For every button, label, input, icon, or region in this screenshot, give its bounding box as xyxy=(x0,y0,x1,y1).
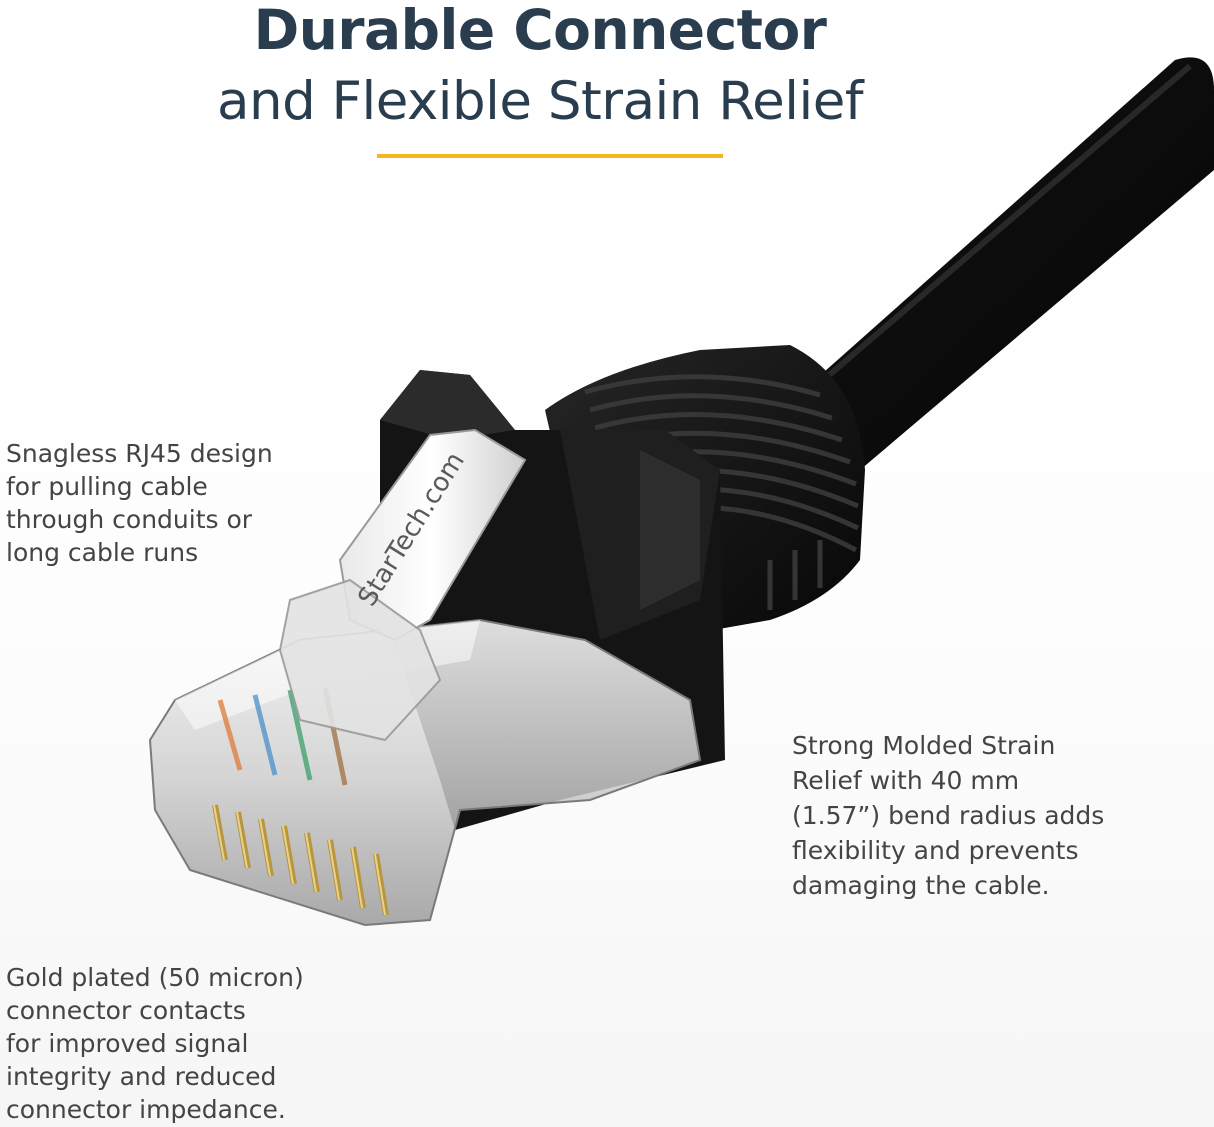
callout-line: (1.57”) bend radius adds xyxy=(792,801,1105,830)
callout-line: for improved signal xyxy=(6,1029,249,1058)
callout-line: damaging the cable. xyxy=(792,871,1050,900)
callout-line: Snagless RJ45 design xyxy=(6,439,273,468)
page-title: Durable Connector xyxy=(253,0,827,62)
cable xyxy=(770,57,1214,470)
callout-line: integrity and reduced xyxy=(6,1062,277,1091)
callout-line: for pulling cable xyxy=(6,472,208,501)
callout-line: connector impedance. xyxy=(6,1095,286,1124)
page-subtitle: and Flexible Strain Relief xyxy=(217,71,863,132)
callout-line: Strong Molded Strain xyxy=(792,731,1056,760)
callout-line: long cable runs xyxy=(6,538,199,567)
callout-snagless-rj45: Snagless RJ45 design for pulling cable t… xyxy=(6,437,273,569)
accent-divider xyxy=(377,154,723,158)
callout-line: Relief with 40 mm xyxy=(792,766,1020,795)
callout-gold-contacts: Gold plated (50 micron) connector contac… xyxy=(6,961,304,1126)
callout-strain-relief: Strong Molded Strain Relief with 40 mm (… xyxy=(792,728,1104,903)
callout-line: connector contacts xyxy=(6,996,246,1025)
callout-line: flexibility and prevents xyxy=(792,836,1079,865)
callout-line: Gold plated (50 micron) xyxy=(6,963,304,992)
callout-line: through conduits or xyxy=(6,505,253,534)
